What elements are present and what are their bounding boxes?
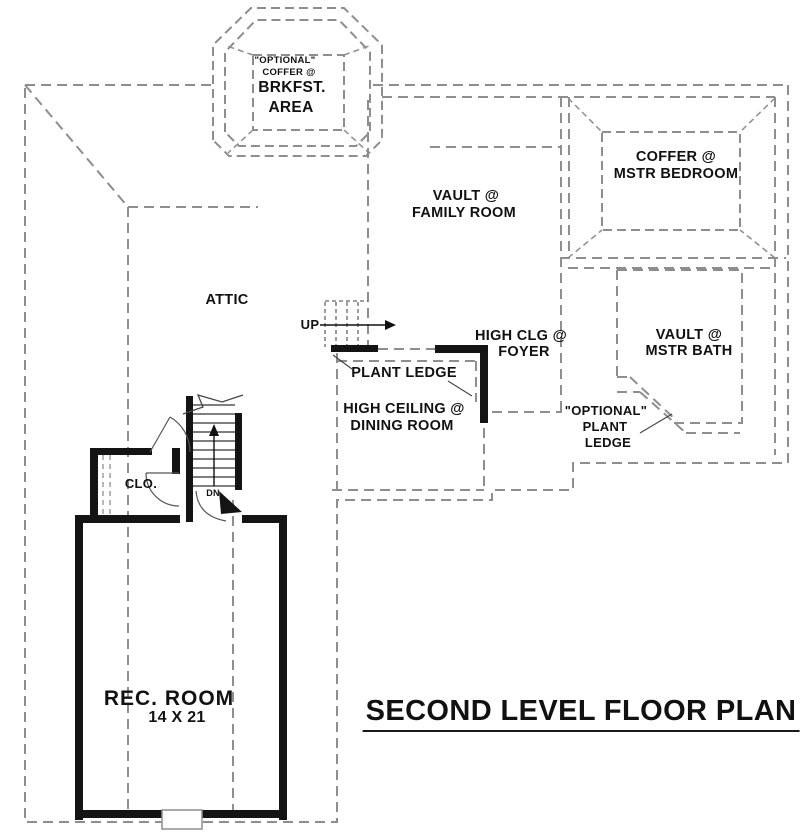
closet-shelf-lines	[102, 455, 111, 518]
rec-room-window	[161, 809, 203, 830]
stair-break-line	[182, 393, 244, 415]
label-opt-ledge-2: PLANT	[582, 419, 628, 434]
label-brkfst-optional: "OPTIONAL"	[254, 55, 316, 66]
label-closet: CLO.	[124, 476, 158, 491]
leader-lines	[332, 354, 673, 434]
boundary-dashed-lines	[24, 84, 789, 823]
label-foyer-1: HIGH CLG @	[474, 328, 568, 344]
label-rec-room-dims: 14 X 21	[148, 709, 206, 726]
brkfst-coffer-diagonals	[226, 45, 370, 154]
up-direction-arrow	[320, 320, 396, 330]
up-stair-treads	[324, 300, 368, 347]
label-mstr-bedroom-2: MSTR BEDROOM	[613, 166, 739, 182]
label-dn: DN	[206, 488, 220, 498]
label-brkfst-coffer: COFFER @	[262, 67, 316, 78]
bedroom-coffer	[601, 131, 741, 231]
label-brkfst-area: AREA	[268, 99, 314, 116]
brkfst-bay-outline	[212, 7, 383, 157]
label-rec-room: REC. ROOM	[103, 687, 235, 710]
door-swings	[145, 416, 227, 522]
page-title: SECOND LEVEL FLOOR PLAN	[362, 697, 800, 732]
label-family-room-1: VAULT @	[432, 188, 500, 204]
label-foyer-2: FOYER	[498, 344, 550, 360]
label-family-room-2: FAMILY ROOM	[411, 205, 517, 221]
label-mstr-bedroom-1: COFFER @	[635, 149, 717, 165]
label-mstr-bath-2: MSTR BATH	[645, 343, 733, 359]
label-brkfst: BRKFST.	[258, 79, 326, 96]
label-opt-ledge-3: LEDGE	[584, 435, 632, 450]
label-up: UP	[300, 317, 320, 332]
dn-door-leaf	[219, 491, 242, 514]
label-attic: ATTIC	[205, 292, 249, 308]
label-dining-2: DINING ROOM	[350, 418, 454, 434]
label-mstr-bath-1: VAULT @	[655, 327, 723, 343]
label-plant-ledge: PLANT LEDGE	[351, 365, 457, 381]
label-dining-1: HIGH CEILING @	[343, 401, 465, 417]
bedroom-coffer-diagonals	[567, 97, 776, 259]
label-opt-ledge-1: "OPTIONAL"	[564, 403, 648, 418]
stair-direction-arrow	[209, 424, 219, 486]
